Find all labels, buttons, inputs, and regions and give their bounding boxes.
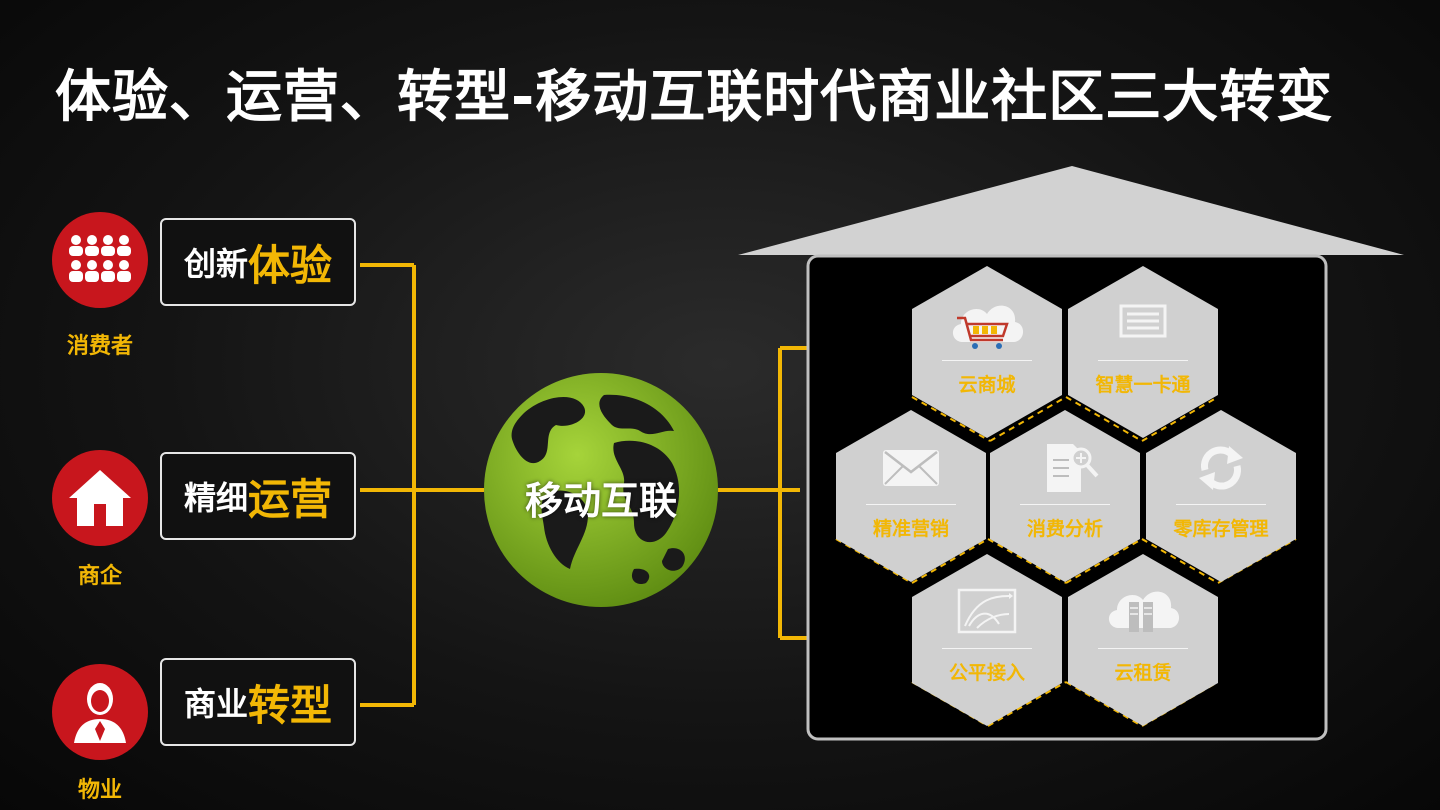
envelope-icon (883, 450, 939, 486)
hex-divider (1020, 504, 1110, 505)
innovate-experience-box: 创新体验 (160, 218, 356, 306)
hex-divider (942, 360, 1032, 361)
box-keyword: 运营 (248, 474, 333, 524)
card-icon (1119, 304, 1167, 338)
role-label-merchant: 商企 (77, 564, 122, 589)
consumer-role-icon (52, 212, 148, 308)
service-label: 云租赁 (1114, 662, 1172, 684)
role-label-consumer: 消费者 (66, 334, 133, 359)
box-prefix: 商业 (183, 685, 248, 723)
service-label: 精准营销 (872, 518, 949, 540)
cloud-cart-icon (952, 305, 1024, 349)
service-zero-inventory: 零库存管理 (1146, 410, 1296, 582)
refined-operation-box: 精细运营 (160, 452, 356, 540)
cloud-server-icon (1108, 591, 1180, 632)
box-prefix: 精细 (183, 479, 248, 517)
hex-divider (1098, 360, 1188, 361)
service-label: 智慧一卡通 (1095, 374, 1191, 396)
refresh-icon (1199, 446, 1243, 490)
page-title: 体验、运营、转型-移动互联时代商业社区三大转变 (55, 65, 1334, 130)
service-fair-access: 公平接入 (912, 554, 1062, 726)
service-label: 消费分析 (1026, 518, 1103, 540)
crowd-icon (69, 235, 131, 282)
person-icon (74, 683, 126, 743)
house-icon (69, 470, 131, 526)
document-magnifier-icon (1047, 444, 1099, 492)
globe-icon (484, 373, 718, 607)
box-prefix: 创新 (183, 245, 248, 283)
business-transform-box: 商业转型 (160, 658, 356, 746)
chart-arrows-icon (957, 588, 1017, 634)
service-label: 云商城 (958, 374, 1016, 396)
center-label: 移动互联 (524, 479, 677, 523)
merchant-role-icon (52, 450, 148, 546)
service-label: 零库存管理 (1173, 518, 1269, 540)
box-keyword: 体验 (248, 240, 333, 290)
box-keyword: 转型 (248, 680, 333, 730)
hex-divider (866, 504, 956, 505)
property-role-icon (52, 664, 148, 760)
hex-divider (1176, 504, 1266, 505)
service-cloud-lease: 云租赁 (1068, 554, 1218, 726)
role-label-property: 物业 (77, 778, 122, 803)
hex-divider (942, 648, 1032, 649)
service-label: 公平接入 (948, 662, 1025, 684)
hex-divider (1098, 648, 1188, 649)
